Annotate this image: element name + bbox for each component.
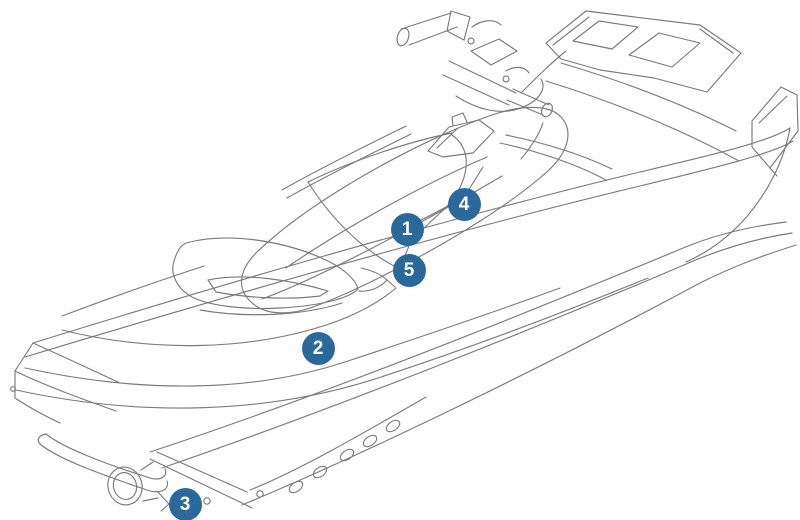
hull-body bbox=[15, 127, 797, 506]
mirror-cowl-frame bbox=[520, 10, 742, 162]
hull-vent-holes bbox=[288, 419, 401, 494]
callout-marker-2[interactable]: 2 bbox=[301, 331, 335, 365]
callout-marker-4[interactable]: 4 bbox=[447, 187, 481, 221]
callout-marker-3[interactable]: 3 bbox=[168, 487, 202, 520]
deck-seam-lines bbox=[61, 125, 613, 347]
grab-rail bbox=[172, 237, 359, 316]
jet-nozzle bbox=[107, 461, 159, 506]
sponson bbox=[751, 86, 799, 177]
stern-transom bbox=[10, 342, 121, 424]
callout-marker-1[interactable]: 1 bbox=[390, 212, 424, 246]
console-hatch bbox=[427, 112, 495, 158]
callout-marker-5[interactable]: 5 bbox=[392, 253, 426, 287]
rear-bumper bbox=[37, 433, 169, 493]
handlebars bbox=[396, 10, 553, 118]
